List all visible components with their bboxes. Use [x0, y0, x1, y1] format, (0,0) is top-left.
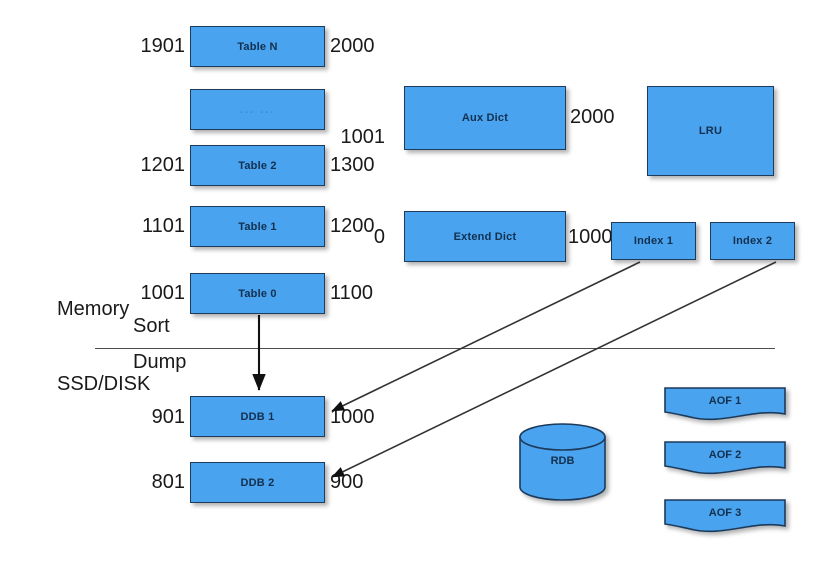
aux-dict-box: Aux Dict — [404, 86, 566, 150]
table-1-end-label: 1200 — [330, 215, 375, 237]
aof-1-label: AOF 1 — [708, 395, 742, 407]
table-0-end-label: 1100 — [330, 282, 374, 304]
lru-box: LRU — [647, 86, 774, 176]
extend-dict-end-label: 1000 — [568, 226, 613, 248]
extend-dict-box: Extend Dict — [404, 211, 566, 262]
aux-dict-start-label: 1001 — [340, 126, 386, 148]
table-0-box: Table 0 — [190, 273, 325, 314]
table-0-start-label: 1001 — [140, 282, 186, 304]
aux-dict-label: Aux Dict — [461, 112, 509, 124]
ddb-1-start-label: 901 — [151, 406, 185, 428]
table-ellipsis-label: ... ... — [239, 103, 276, 116]
ddb-2-start-label: 801 — [151, 471, 185, 493]
index-2-box: Index 2 — [710, 222, 795, 260]
memory-disk-divider — [95, 348, 775, 350]
ddb-1-label: DDB 1 — [240, 410, 275, 423]
table-n-end-label: 2000 — [330, 35, 375, 57]
aof-2-label: AOF 2 — [708, 449, 742, 461]
table-2-start-label: 1201 — [140, 154, 186, 176]
table-n-start-label: 1901 — [140, 35, 186, 57]
index-1-box: Index 1 — [611, 222, 696, 260]
index-2-label: Index 2 — [732, 235, 773, 247]
index-1-label: Index 1 — [633, 235, 674, 247]
ddb-1-box: DDB 1 — [190, 396, 325, 437]
table-2-end-label: 1300 — [330, 154, 375, 176]
table-n-box: Table N — [190, 26, 325, 67]
table-n-label: Table N — [237, 40, 278, 53]
ddb-2-box: DDB 2 — [190, 462, 325, 503]
table-1-label: Table 1 — [238, 220, 277, 233]
table-ellipsis-box: ... ... — [190, 89, 325, 130]
lru-label: LRU — [698, 125, 723, 137]
rdb-label: RDB — [550, 455, 575, 467]
ddb-2-end-label: 900 — [330, 471, 364, 493]
index-1-to-ddb-1-arrow — [331, 261, 641, 412]
table-1-box: Table 1 — [190, 206, 325, 247]
ddb-2-label: DDB 2 — [240, 476, 275, 489]
table-2-box: Table 2 — [190, 145, 325, 186]
sort-annotation: Sort — [133, 315, 170, 337]
ddb-1-end-label: 1000 — [330, 406, 375, 428]
ssd-disk-annotation: SSD/DISK — [57, 373, 151, 395]
aof-3-label: AOF 3 — [708, 507, 742, 519]
table-0-label: Table 0 — [238, 287, 277, 300]
aux-dict-end-label: 2000 — [570, 106, 615, 128]
memory-annotation: Memory — [57, 298, 130, 320]
table-1-start-label: 1101 — [141, 215, 185, 237]
table-2-label: Table 2 — [238, 159, 277, 172]
extend-dict-label: Extend Dict — [453, 230, 517, 243]
extend-dict-start-label: 0 — [373, 226, 385, 248]
index-2-to-ddb-2-arrow — [331, 261, 777, 478]
dump-annotation: Dump — [133, 351, 187, 373]
